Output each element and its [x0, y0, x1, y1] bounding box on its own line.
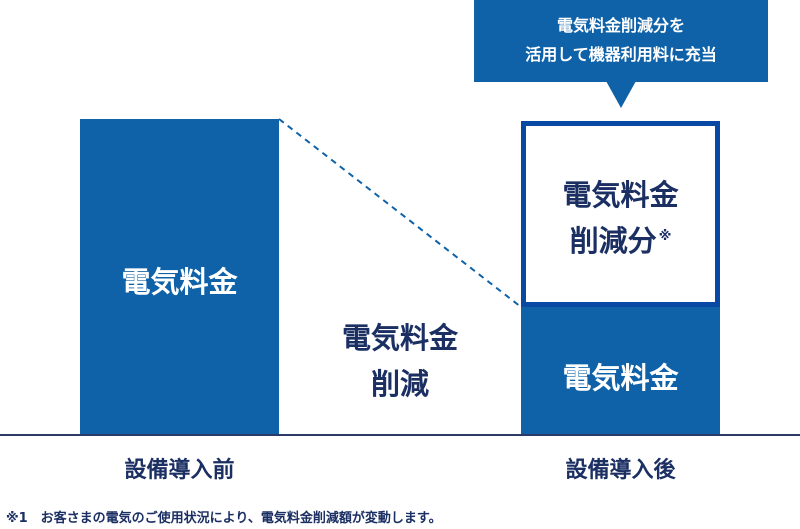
bar-after-savings-label: 電気料金 削減分※: [521, 172, 720, 264]
reduction-label-line-2: 削減: [370, 367, 429, 401]
bar-after-savings-line-1: 電気料金: [562, 178, 679, 212]
bar-before: [80, 119, 279, 435]
callout-pointer: [606, 81, 636, 108]
x-label-after: 設備導入後: [565, 458, 676, 483]
callout-line-1: 電気料金削減分を: [556, 16, 685, 35]
callout-line-2: 活用して機器利用料に充当: [525, 45, 717, 64]
x-label-before: 設備導入前: [124, 458, 235, 483]
footnote-mark: ※: [658, 229, 672, 244]
bar-after-savings: [521, 121, 720, 307]
bar-after-savings-line-2-text: 削減分: [569, 224, 657, 258]
bar-after-bill: [521, 307, 720, 435]
footnote: ※1 お客さまの電気のご使用状況により、電気料金削減額が変動します。: [6, 511, 442, 526]
reduction-label: 電気料金 削減: [300, 315, 500, 407]
reduction-label-line-1: 電気料金: [341, 321, 458, 355]
bar-before-label: 電気料金: [121, 265, 238, 299]
baseline: [0, 434, 800, 436]
bar-after-bill-label: 電気料金: [562, 361, 679, 395]
callout-box: 電気料金削減分を 活用して機器利用料に充当: [474, 0, 768, 82]
bar-after-savings-line-2: 削減分※: [521, 218, 720, 264]
